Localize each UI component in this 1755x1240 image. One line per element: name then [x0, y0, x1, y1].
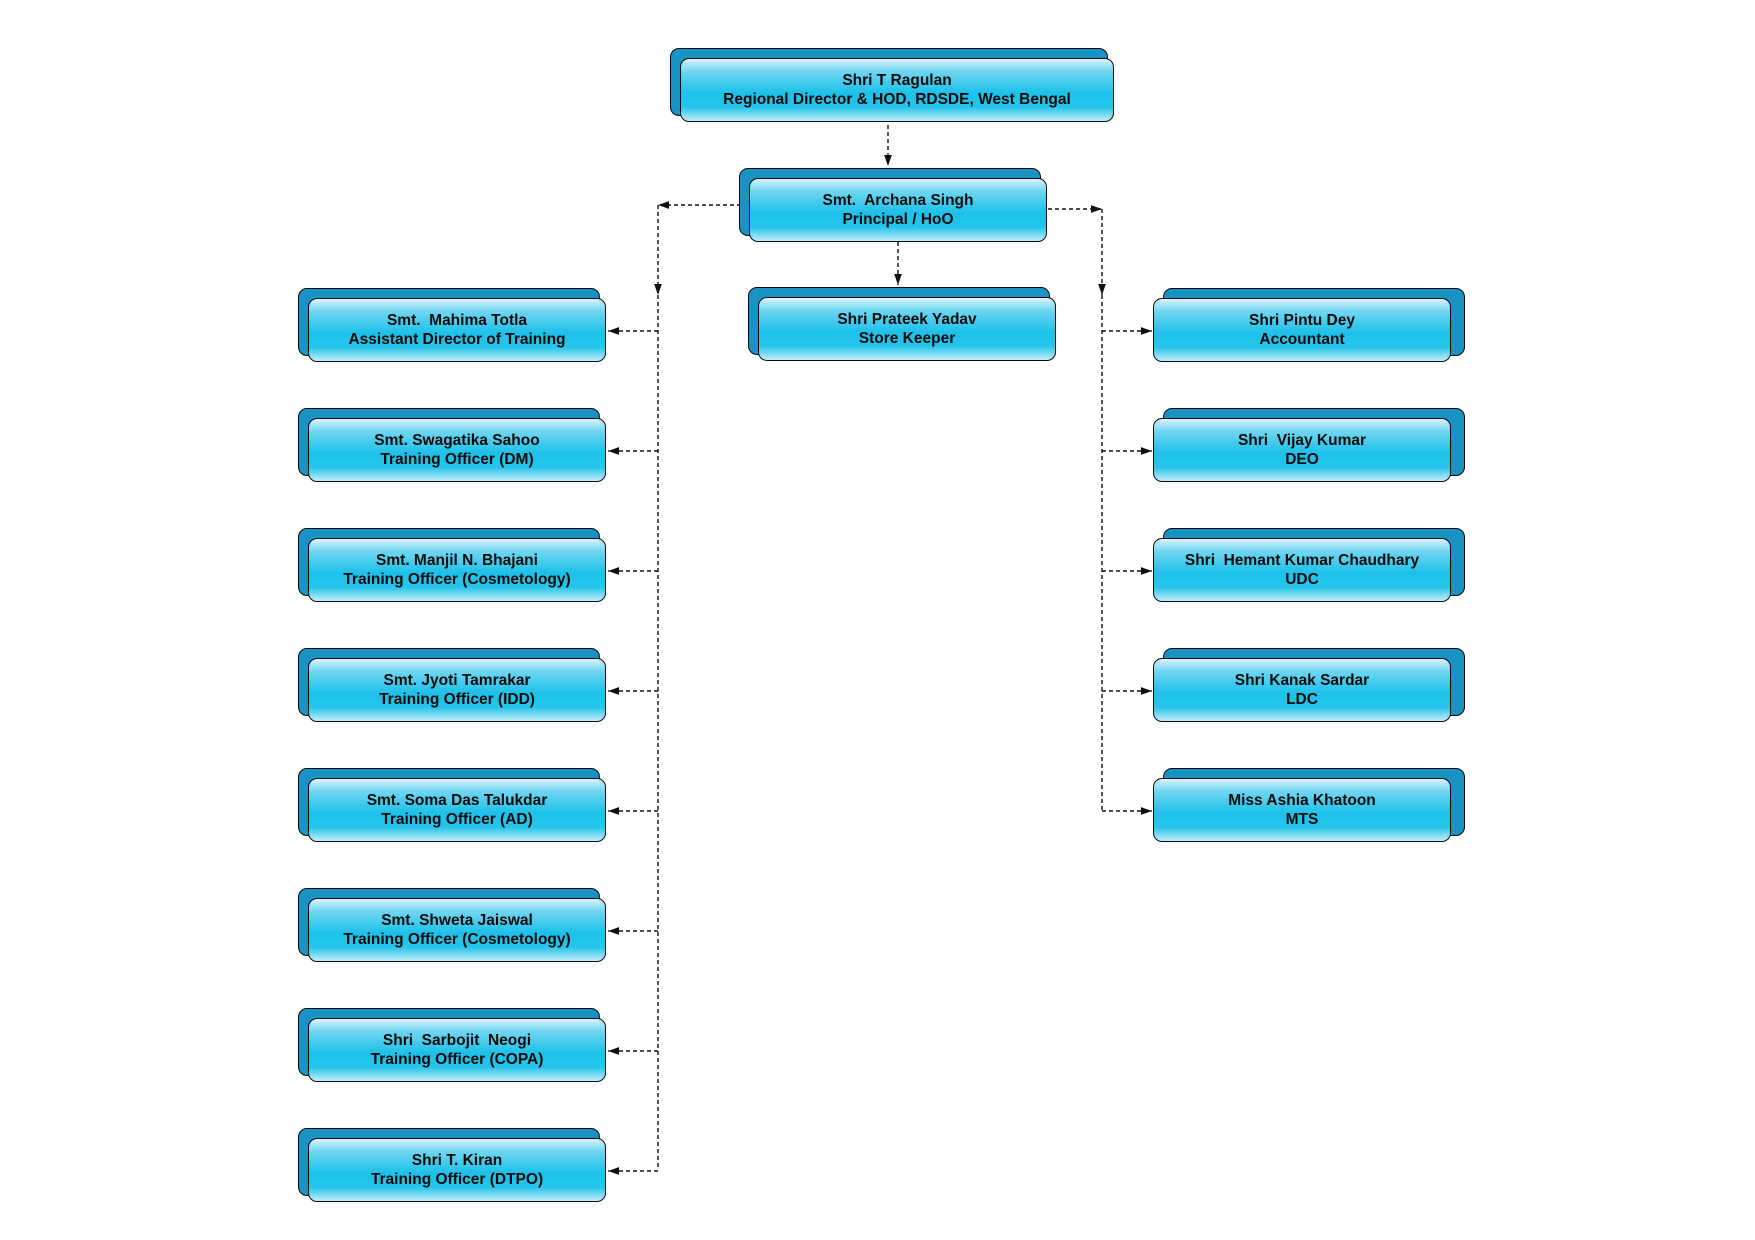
- node-role: Training Officer (Cosmetology): [343, 571, 571, 588]
- node-name: Smt. Jyoti Tamrakar: [383, 672, 531, 689]
- node-left-staff: Shri Sarbojit Neogi Training Officer (CO…: [298, 1008, 608, 1084]
- node-left-staff: Smt. Manjil N. Bhajani Training Officer …: [298, 528, 608, 604]
- node-name: Shri Pintu Dey: [1249, 312, 1355, 329]
- node-role: Regional Director & HOD, RDSDE, West Ben…: [723, 91, 1071, 108]
- node-right-staff: Shri Hemant Kumar Chaudhary UDC: [1153, 528, 1465, 604]
- node-left-staff: Smt. Swagatika Sahoo Training Officer (D…: [298, 408, 608, 484]
- node-left-staff: Smt. Jyoti Tamrakar Training Officer (ID…: [298, 648, 608, 724]
- node-face: Miss Ashia Khatoon MTS: [1153, 778, 1451, 842]
- node-name: Shri Prateek Yadav: [837, 311, 977, 328]
- node-name: Smt. Shweta Jaiswal: [381, 912, 533, 929]
- node-right-staff: Shri Vijay Kumar DEO: [1153, 408, 1465, 484]
- node-face: Shri Kanak Sardar LDC: [1153, 658, 1451, 722]
- node-role: Training Officer (Cosmetology): [343, 931, 571, 948]
- node-store-keeper: Shri Prateek Yadav Store Keeper: [748, 287, 1058, 363]
- node-face: Shri T Ragulan Regional Director & HOD, …: [680, 58, 1114, 122]
- node-name: Smt. Swagatika Sahoo: [374, 432, 540, 449]
- node-name: Smt. Mahima Totla: [386, 312, 528, 329]
- node-face: Shri T. Kiran Training Officer (DTPO): [308, 1138, 606, 1202]
- node-right-staff: Shri Kanak Sardar LDC: [1153, 648, 1465, 724]
- node-name: Smt. Archana Singh: [822, 192, 974, 209]
- node-role: Training Officer (DTPO): [370, 1171, 544, 1188]
- node-left-staff: Smt. Soma Das Talukdar Training Officer …: [298, 768, 608, 844]
- node-principal: Smt. Archana Singh Principal / HoO: [739, 168, 1049, 244]
- node-name: Shri Vijay Kumar: [1237, 432, 1367, 449]
- node-left-staff: Smt. Mahima Totla Assistant Director of …: [298, 288, 608, 364]
- node-name: Smt. Soma Das Talukdar: [366, 792, 548, 809]
- node-face: Smt. Archana Singh Principal / HoO: [749, 178, 1047, 242]
- node-role: Accountant: [1259, 331, 1345, 348]
- node-face: Smt. Mahima Totla Assistant Director of …: [308, 298, 606, 362]
- node-face: Smt. Jyoti Tamrakar Training Officer (ID…: [308, 658, 606, 722]
- node-role: Training Officer (IDD): [379, 691, 535, 708]
- node-director: Shri T Ragulan Regional Director & HOD, …: [670, 48, 1116, 124]
- node-role: UDC: [1285, 571, 1319, 588]
- node-role: LDC: [1286, 691, 1318, 708]
- node-role: Assistant Director of Training: [348, 331, 566, 348]
- node-face: Smt. Swagatika Sahoo Training Officer (D…: [308, 418, 606, 482]
- node-left-staff: Smt. Shweta Jaiswal Training Officer (Co…: [298, 888, 608, 964]
- node-left-staff: Shri T. Kiran Training Officer (DTPO): [298, 1128, 608, 1204]
- node-name: Miss Ashia Khatoon: [1228, 792, 1376, 809]
- node-right-staff: Miss Ashia Khatoon MTS: [1153, 768, 1465, 844]
- node-face: Shri Sarbojit Neogi Training Officer (CO…: [308, 1018, 606, 1082]
- node-role: Training Officer (DM): [380, 451, 534, 468]
- node-role: MTS: [1285, 811, 1319, 828]
- node-face: Shri Hemant Kumar Chaudhary UDC: [1153, 538, 1451, 602]
- node-face: Shri Prateek Yadav Store Keeper: [758, 297, 1056, 361]
- node-name: Shri Hemant Kumar Chaudhary: [1184, 552, 1420, 569]
- node-role: Training Officer (COPA): [370, 1051, 544, 1068]
- node-name: Smt. Manjil N. Bhajani: [376, 552, 538, 569]
- node-face: Smt. Manjil N. Bhajani Training Officer …: [308, 538, 606, 602]
- node-name: Shri T Ragulan: [842, 72, 952, 89]
- node-role: Principal / HoO: [842, 211, 954, 228]
- node-role: Training Officer (AD): [381, 811, 533, 828]
- node-face: Smt. Soma Das Talukdar Training Officer …: [308, 778, 606, 842]
- node-role: Store Keeper: [858, 330, 956, 347]
- node-role: DEO: [1285, 451, 1319, 468]
- node-right-staff: Shri Pintu Dey Accountant: [1153, 288, 1465, 364]
- node-face: Smt. Shweta Jaiswal Training Officer (Co…: [308, 898, 606, 962]
- node-face: Shri Vijay Kumar DEO: [1153, 418, 1451, 482]
- node-name: Shri Sarbojit Neogi: [382, 1032, 532, 1049]
- node-name: Shri T. Kiran: [411, 1152, 503, 1169]
- node-face: Shri Pintu Dey Accountant: [1153, 298, 1451, 362]
- node-name: Shri Kanak Sardar: [1234, 672, 1370, 689]
